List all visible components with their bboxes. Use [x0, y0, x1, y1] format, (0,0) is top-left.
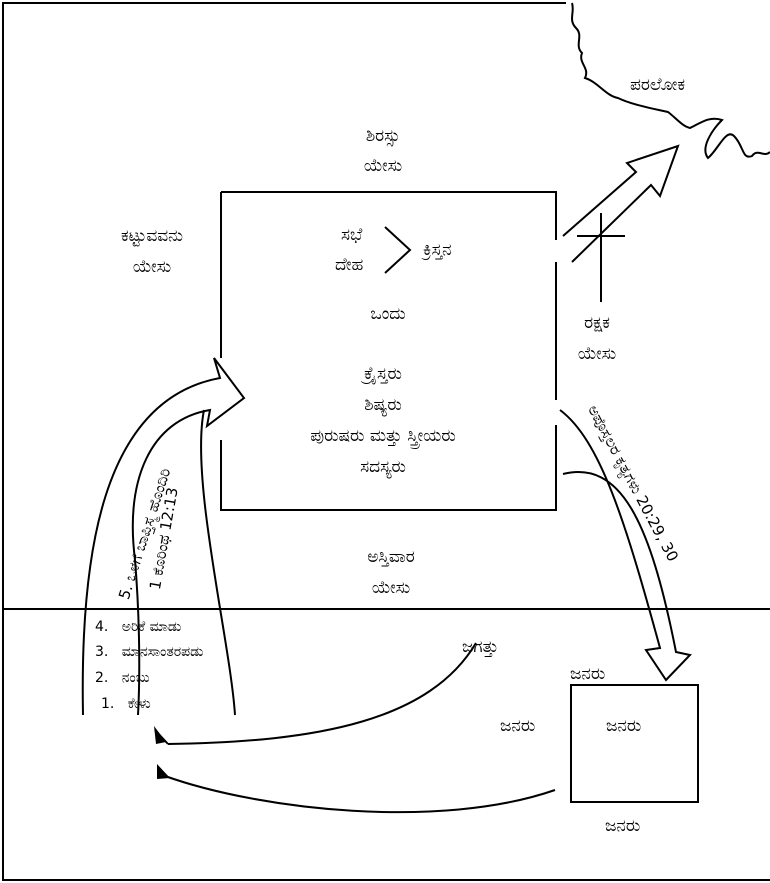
step-1: 1. ಕೇಳು [101, 694, 151, 714]
bracket [384, 226, 412, 274]
head-title: ಶಿರಸ್ಸು [365, 126, 401, 146]
return-curve [164, 775, 556, 814]
heaven-label: ಪರಲೋಕ [630, 75, 685, 95]
heaven-edge [571, 2, 770, 160]
foundation-title: ಅಸ್ತಿವಾರ [367, 547, 415, 567]
step-number: 4. [95, 619, 109, 635]
member-christians: ಕ್ರೈಸ್ತರು [364, 364, 402, 384]
step-text: ಕೇಳು [127, 696, 151, 712]
builder-name: ಯೇಸು [132, 257, 172, 277]
arrow-to-heaven [562, 144, 680, 263]
one-label: ಒಂದು [370, 304, 406, 324]
step-text: ಮಾನಸಾಂತರಪಡು [121, 644, 204, 660]
people-left: ಜನರು [500, 716, 536, 736]
member-disciples: ಶಿಷ್ಯರು [364, 395, 402, 415]
step-text: ಅರಿಕೆ ಮಾಡು [121, 619, 182, 635]
people-bottom: ಜನರು [605, 816, 641, 836]
savior-title: ರಕ್ಷಕ [584, 313, 610, 333]
arrow-baptism-inner [200, 409, 236, 716]
church-box [220, 191, 557, 511]
return-curve-arrowhead [157, 764, 170, 779]
people-box [570, 684, 699, 803]
arrow-baptism [81, 357, 246, 716]
church-label: ಸಭೆ [341, 225, 363, 245]
builder-title: ಕಟ್ಟುವವನು [120, 226, 184, 246]
world-curve [167, 642, 477, 745]
people-center: ಜನರು [606, 716, 642, 736]
step-number: 3. [95, 644, 109, 660]
member-men-women: ಪುರುಷರು ಮತ್ತು ಸ್ತ್ರೀಯರು [310, 426, 456, 446]
step-text: ನಂಬು [121, 670, 150, 686]
world-label: ಜಗತ್ತು [462, 637, 499, 657]
step-number: 2. [95, 670, 109, 686]
savior-name: ಯೇಸು [577, 344, 617, 364]
step-4: 4. ಅರಿಕೆ ಮಾಡು [95, 617, 181, 637]
foundation-name: ಯೇಸು [371, 578, 411, 598]
people-top: ಜನರು [570, 664, 606, 684]
christs-label: ಕ್ರಿಸ್ತನ [423, 240, 452, 260]
member-members: ಸದಸ್ಯರು [360, 457, 406, 477]
head-name: ಯೇಸು [363, 156, 403, 176]
step-3: 3. ಮಾನಸಾಂತರಪಡು [95, 642, 204, 662]
arrow-apostasy [559, 409, 692, 682]
world-curve-arrowhead [154, 726, 166, 744]
step-number: 1. [101, 696, 115, 712]
body-label: ದೇಹ [335, 255, 364, 275]
step-2: 2. ನಂಬು [95, 668, 150, 688]
